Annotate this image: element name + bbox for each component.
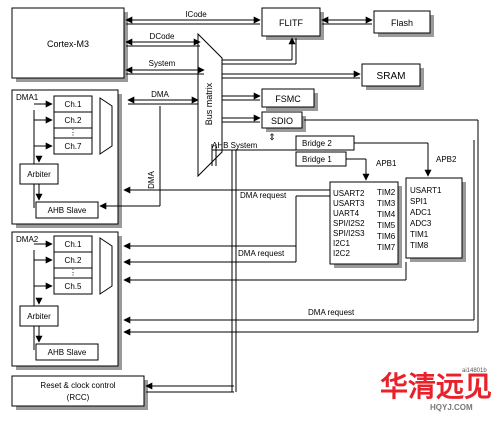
sdio-label: SDIO: [271, 116, 293, 126]
apb2-peripheral-2: SPI1: [410, 197, 428, 206]
flitf-block: [261, 7, 321, 37]
apb2-peripherals-block: [405, 177, 463, 259]
dma2-channel-ellipsis: ⋮: [69, 268, 77, 277]
dma2-channel-2-label: Ch.2: [65, 256, 82, 265]
dma1-ahb-slave: [35, 201, 99, 219]
dma-request-label-2: DMA request: [238, 249, 285, 258]
cortex-m3-block: [11, 7, 125, 79]
sdio-block: [261, 111, 303, 129]
watermark-logo: 华清远见: [380, 370, 492, 402]
apb2-peripheral-3: ADC1: [410, 208, 432, 217]
flash-label: Flash: [391, 18, 413, 28]
apb1-peripheral-1: USART2: [333, 189, 365, 198]
sram-label: SRAM: [377, 71, 406, 82]
dma-request-label-3: DMA request: [308, 308, 355, 317]
dma1-label: DMA1: [16, 93, 39, 102]
dma2-channel-5: [53, 277, 93, 295]
apb1-peripheral-5: SPI/I2S3: [333, 229, 365, 238]
apb1-timer-6: TIM7: [377, 243, 396, 252]
apb1-peripheral-7: I2C2: [333, 249, 350, 258]
apb1-timer-5: TIM6: [377, 232, 396, 241]
apb1-peripherals-left-list: USART2USART3UART4SPI/I2S2SPI/I2S3I2C1I2C…: [333, 189, 365, 258]
dma1-channel-1-label: Ch.1: [65, 100, 82, 109]
bridge-2-label: Bridge 2: [302, 139, 332, 148]
dma2-channel-5-label: Ch.5: [65, 282, 82, 291]
apb1-peripheral-4: SPI/I2S2: [333, 219, 365, 228]
fsmc-block: [261, 88, 315, 108]
system-bus-label: System: [149, 59, 176, 68]
dma2-arbiter-label: Arbiter: [27, 312, 51, 321]
bridge-1-label: Bridge 1: [302, 155, 332, 164]
dma1-channel-mux: [99, 97, 113, 155]
apb1-peripheral-6: I2C1: [333, 239, 350, 248]
icode-bus-label: ICode: [185, 10, 207, 19]
dma-request-label-1: DMA request: [240, 191, 287, 200]
dma1-channel-7: [53, 137, 93, 155]
dma1-channel-ellipsis: ⋮: [69, 128, 77, 137]
sdio-link-arrow: ⇕: [268, 132, 276, 142]
apb1-timer-3: TIM4: [377, 210, 396, 219]
apb2-peripheral-5: TIM1: [410, 230, 429, 239]
ahb-system-label: AHB System: [212, 141, 258, 150]
dma2-label: DMA2: [16, 235, 39, 244]
dcode-bus-label: DCode: [150, 32, 175, 41]
apb1-timer-4: TIM5: [377, 221, 396, 230]
apb1-peripheral-3: UART4: [333, 209, 360, 218]
dma-bus-label: DMA: [151, 90, 169, 99]
watermark-code: ai14801b: [462, 368, 487, 374]
bus-matrix-label: Bus matrix: [204, 82, 214, 125]
flash-block: [373, 10, 431, 34]
rcc-block: [11, 375, 145, 407]
apb1-timer-2: TIM3: [377, 199, 396, 208]
apb2-label: APB2: [436, 155, 457, 164]
rcc-label-line2: (RCC): [67, 393, 90, 402]
apb1-timer-1: TIM2: [377, 188, 396, 197]
rcc-label-line1: Reset & clock control: [40, 381, 115, 390]
dma1-ahb-slave-label: AHB Slave: [48, 206, 87, 215]
apb1-peripherals-block: [329, 181, 399, 265]
dma1-channel-2-label: Ch.2: [65, 116, 82, 125]
fsmc-label: FSMC: [275, 94, 301, 104]
dma2-channel-mux: [99, 237, 113, 295]
dma-vertical-label: DMA: [147, 170, 156, 188]
apb2-peripheral-6: TIM8: [410, 241, 429, 250]
dma2-ahb-slave-label: AHB Slave: [48, 348, 87, 357]
dma1-channel-7-label: Ch.7: [65, 142, 82, 151]
sram-block: [361, 63, 421, 87]
apb1-peripheral-2: USART3: [333, 199, 365, 208]
apb1-label: APB1: [376, 159, 397, 168]
dma2-ahb-slave: [35, 343, 99, 361]
dma1-arbiter-label: Arbiter: [27, 170, 51, 179]
flitf-label: FLITF: [279, 18, 304, 28]
dma2-channel-1-label: Ch.1: [65, 240, 82, 249]
apb2-peripheral-1: USART1: [410, 186, 442, 195]
watermark-url: HQYJ.COM: [430, 403, 473, 412]
apb2-peripheral-4: ADC3: [410, 219, 432, 228]
cortex-m3-label: Cortex-M3: [47, 39, 89, 49]
